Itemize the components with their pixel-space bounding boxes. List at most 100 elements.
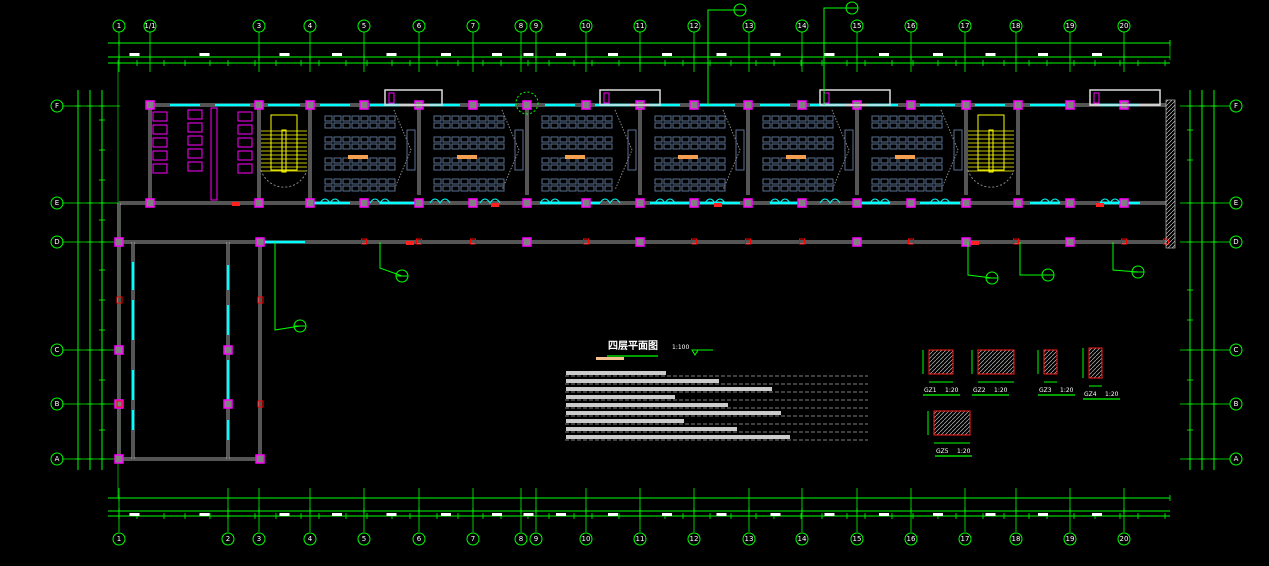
desk [559,122,568,129]
desk [487,164,496,171]
desk [433,157,442,164]
room-label-mark [786,155,806,159]
desk [451,136,460,143]
desk [604,143,613,150]
desk [871,122,880,129]
top-axis-3-label: 4 [308,22,313,30]
desk [577,143,586,150]
column [906,198,916,208]
desk [672,164,681,171]
desk [681,164,690,171]
desk [559,157,568,164]
bottom-axis-10-bubble [633,532,647,546]
desk [595,178,604,185]
door-swing [599,198,621,204]
desk [342,178,351,185]
desk [717,115,726,122]
desk [351,185,360,192]
desk [496,157,505,164]
desk [577,115,586,122]
desk [708,136,717,143]
desk [550,164,559,171]
desk [387,122,396,129]
top-axis-2-bubble [252,19,266,33]
desk [663,164,672,171]
desk [360,122,369,129]
door-swing [1039,198,1061,204]
desk [898,115,907,122]
bottom-axis-7-bubble [514,532,528,546]
dimension-text [770,513,781,516]
leader-line [967,242,993,279]
dimension-text [556,53,566,56]
desk [672,115,681,122]
desk [798,164,807,171]
desk [934,122,943,129]
desk [880,157,889,164]
column-section-2 [977,349,1015,375]
column [468,100,478,110]
desk [717,157,726,164]
desk [550,178,559,185]
desk [825,157,834,164]
top-axis-16-bubble [958,19,972,33]
desk [762,164,771,171]
desk [825,164,834,171]
column [254,198,264,208]
desk [807,136,816,143]
top-axis-15-label: 16 [907,22,916,30]
top-axis-18-label: 19 [1066,22,1075,30]
column [797,198,807,208]
dimension-text [492,513,502,516]
desk [907,164,916,171]
desk [762,115,771,122]
desk [595,157,604,164]
left-row-axis-2-label: D [54,238,59,246]
desk [708,143,717,150]
toilet-stall [152,137,168,148]
room-label-mark [348,155,368,159]
balcony [599,89,661,106]
top-axis-2-label: 3 [257,22,261,30]
desk [780,157,789,164]
column [581,198,591,208]
desk [690,178,699,185]
desk [333,115,342,122]
desk [798,185,807,192]
desk [324,122,333,129]
top-axis-19-bubble [1117,19,1131,33]
desk [469,178,478,185]
desk [378,143,387,150]
dimension-text [1038,513,1048,516]
structural-tag [1121,238,1127,245]
top-axis-17-label: 18 [1012,22,1021,30]
desk [654,157,663,164]
desk [487,157,496,164]
desk [663,178,672,185]
desk [898,122,907,129]
column [581,100,591,110]
desk [798,115,807,122]
dimension-text [824,53,835,56]
desk [654,164,663,171]
desk [780,122,789,129]
desk [451,178,460,185]
desk [708,178,717,185]
desk [807,157,816,164]
bottom-axis-8-bubble [529,532,543,546]
stair-handrail [988,129,994,173]
desk [568,122,577,129]
desk [586,143,595,150]
column [635,198,645,208]
desk [699,136,708,143]
room-label-mark [457,155,477,159]
desk [825,143,834,150]
door-swing [479,198,501,204]
desk [433,136,442,143]
desk [925,143,934,150]
bottom-axis-14-bubble [850,532,864,546]
column [906,100,916,110]
top-axis-0-label: 1 [117,22,121,30]
desk [604,185,613,192]
right-row-axis-1-bubble [1229,196,1243,210]
